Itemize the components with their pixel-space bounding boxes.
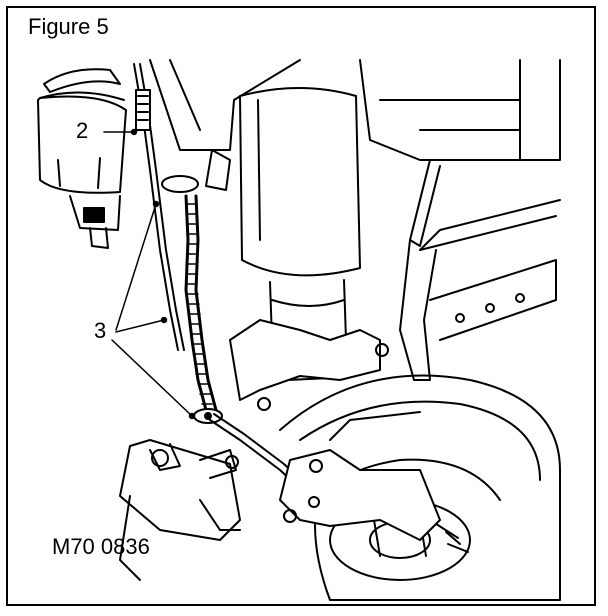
brake-pipe <box>133 63 185 351</box>
harness-ribs <box>185 203 213 405</box>
callout-leaders <box>103 128 196 420</box>
lower-arm <box>229 239 557 411</box>
figure-title: Figure 5 <box>28 14 109 39</box>
steering-knuckle <box>279 449 441 541</box>
harness-clips <box>161 175 223 424</box>
filter-canister <box>37 68 127 249</box>
sensor-harness <box>184 194 218 412</box>
body-structure <box>149 59 561 251</box>
callout-3-label: 3 <box>94 318 107 343</box>
callout-2-label: 2 <box>76 118 89 143</box>
reference-code: M70 0836 <box>52 534 150 559</box>
caliper-bracket <box>119 439 241 581</box>
